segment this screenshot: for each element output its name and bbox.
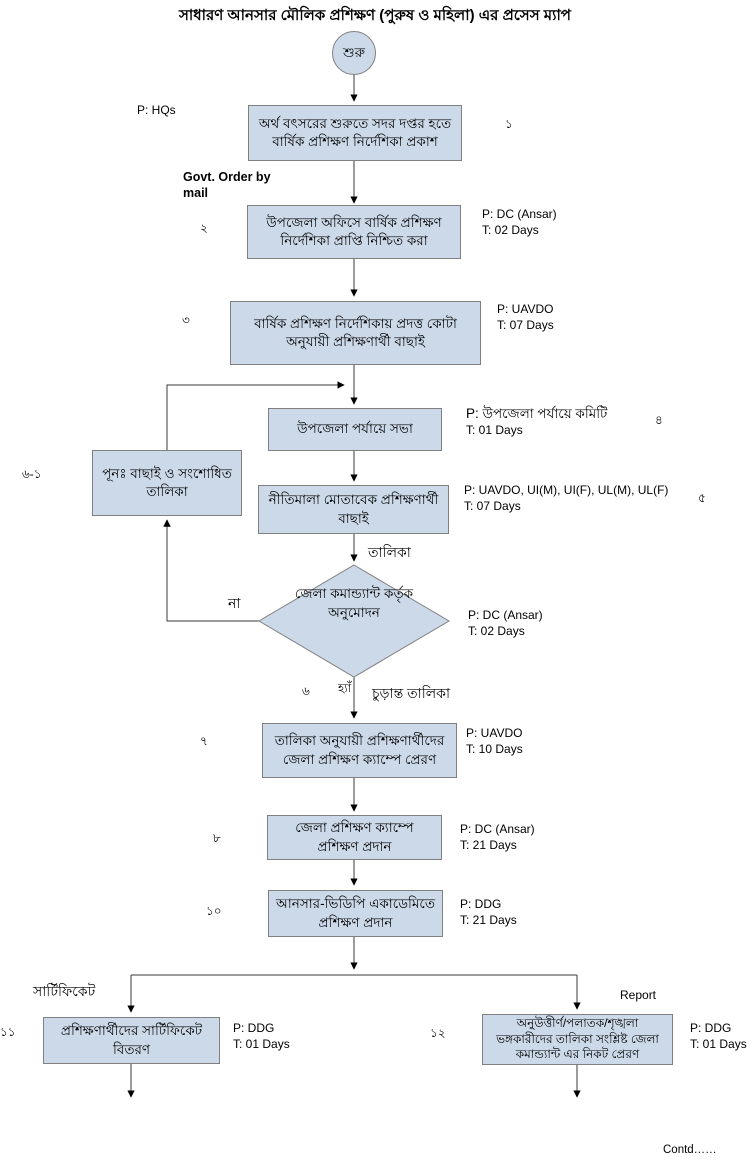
step-11-number: ১১ bbox=[0, 1025, 16, 1039]
start-terminator: শুরু bbox=[332, 31, 376, 75]
step-5-box: নীতিমালা মোতাবেক প্রশিক্ষণার্থী বাছাই bbox=[258, 485, 449, 534]
step-4-number: ৪ bbox=[655, 413, 663, 427]
step-3-label: বার্ষিক প্রশিক্ষণ নির্দেশিকায় প্রদত্ত ক… bbox=[254, 315, 457, 349]
step-12-number: ১২ bbox=[430, 1026, 446, 1040]
step-1-p: P: HQs bbox=[137, 103, 176, 117]
step-5-owner-time: P: UAVDO, UI(M), UI(F), UL(M), UL(F) T: … bbox=[464, 483, 668, 514]
decision-diamond-shape bbox=[258, 564, 450, 678]
step-12-p: P: DDG bbox=[690, 1021, 732, 1035]
step-8-owner-time: P: DC (Ansar) T: 21 Days bbox=[460, 822, 535, 853]
step-2-label: উপজেলা অফিসে বার্ষিক প্রশিক্ষণ নির্দেশিক… bbox=[266, 214, 442, 248]
step-12-t: T: 01 Days bbox=[690, 1036, 747, 1051]
step-4-label: উপজেলা পর্যায়ে সভা bbox=[297, 421, 413, 437]
step-8-box: জেলা প্রশিক্ষণ ক্যাম্পে প্রশিক্ষণ প্রদান bbox=[267, 815, 442, 860]
step-4-t: T: 01 Days bbox=[466, 422, 523, 437]
step-4-p: P: উপজেলা পর্যায়ে কমিটি bbox=[466, 406, 608, 421]
step-5-label: নীতিমালা মোতাবেক প্রশিক্ষণার্থী বাছাই bbox=[268, 492, 439, 526]
step-1-box: অর্থ বৎসরের শুরুতে সদর দপ্তর হতে বার্ষিক… bbox=[248, 105, 462, 161]
step-8-label: জেলা প্রশিক্ষণ ক্যাম্পে প্রশিক্ষণ প্রদান bbox=[295, 820, 414, 854]
step-1-label: অর্থ বৎসরের শুরুতে সদর দপ্তর হতে বার্ষিক… bbox=[258, 115, 452, 149]
page-title: সাধারণ আনসার মৌলিক প্রশিক্ষণ (পুরুষ ও মহ… bbox=[179, 7, 571, 24]
step-10-p: P: DDG bbox=[460, 897, 502, 911]
step-11-label: প্রশিক্ষণার্থীদের সার্টিফিকেট বিতরণ bbox=[60, 1023, 203, 1057]
report-label: Report bbox=[620, 988, 657, 1002]
step-3-number: ৩ bbox=[182, 313, 190, 327]
step-10-owner-time: P: DDG T: 21 Days bbox=[460, 897, 517, 928]
final-list-label: চুড়ান্ত তালিকা bbox=[372, 685, 451, 701]
step-1-owner: P: HQs bbox=[137, 103, 176, 119]
step-12-box: অনুউত্তীর্ণ/পলাতক/শৃঙ্খলা ভঙ্গকারীদের তা… bbox=[482, 1014, 673, 1065]
step-10-box: আনসার-ভিডিপি একাডেমিতে প্রশিক্ষণ প্রদান bbox=[268, 890, 443, 937]
decision-t: T: 02 Days bbox=[468, 623, 525, 638]
feedback-box: পূনঃ বাছাই ও সংশোধিত তালিকা bbox=[92, 450, 242, 516]
step-4-box: উপজেলা পর্যায়ে সভা bbox=[268, 408, 442, 451]
govt-order-label: Govt. Order by mail bbox=[183, 170, 271, 200]
step-11-box: প্রশিক্ষণার্থীদের সার্টিফিকেট বিতরণ bbox=[43, 1017, 220, 1064]
step-10-t: T: 21 Days bbox=[460, 912, 517, 927]
step-2-t: T: 02 Days bbox=[482, 222, 539, 237]
step-7-label: তালিকা অনুযায়ী প্রশিক্ষণার্থীদের জেলা প… bbox=[274, 733, 445, 767]
step-11-t: T: 01 Days bbox=[233, 1036, 290, 1051]
step-7-t: T: 10 Days bbox=[466, 741, 523, 756]
step-5-number: ৫ bbox=[698, 491, 706, 505]
step-3-owner-time: P: UAVDO T: 07 Days bbox=[497, 302, 554, 333]
step-2-box: উপজেলা অফিসে বার্ষিক প্রশিক্ষণ নির্দেশিক… bbox=[247, 205, 461, 259]
talika-edge-label: তালিকা bbox=[368, 544, 411, 560]
step-8-number: ৮ bbox=[213, 831, 221, 845]
contd-label: Contd…… bbox=[663, 1144, 717, 1156]
step-5-t: T: 07 Days bbox=[464, 498, 521, 513]
step-2-p: P: DC (Ansar) bbox=[482, 207, 557, 221]
decision-diamond-label: জেলা কমান্ড্যান্ট কর্তৃক অনুমোদন bbox=[294, 586, 414, 620]
certificate-label: সার্টিফিকেট bbox=[33, 983, 96, 999]
step-8-p: P: DC (Ansar) bbox=[460, 822, 535, 836]
decision-p: P: DC (Ansar) bbox=[468, 608, 543, 622]
step-3-t: T: 07 Days bbox=[497, 317, 554, 332]
yes-label: হ্যাঁ bbox=[336, 680, 354, 700]
step-7-p: P: UAVDO bbox=[466, 726, 523, 740]
step-7-owner-time: P: UAVDO T: 10 Days bbox=[466, 726, 523, 757]
step-3-p: P: UAVDO bbox=[497, 302, 554, 316]
step-12-owner-time: P: DDG T: 01 Days bbox=[690, 1021, 747, 1052]
step-10-number: ১০ bbox=[206, 904, 222, 918]
no-label: না bbox=[228, 595, 241, 611]
step-3-box: বার্ষিক প্রশিক্ষণ নির্দেশিকায় প্রদত্ত ক… bbox=[230, 301, 481, 365]
step-11-owner-time: P: DDG T: 01 Days bbox=[233, 1021, 290, 1052]
step-10-label: আনসার-ভিডিপি একাডেমিতে প্রশিক্ষণ প্রদান bbox=[276, 896, 435, 930]
start-label: শুরু bbox=[343, 44, 365, 60]
step-12-label: অনুউত্তীর্ণ/পলাতক/শৃঙ্খলা ভঙ্গকারীদের তা… bbox=[496, 1016, 659, 1062]
step-2-number: ২ bbox=[200, 221, 208, 235]
feedback-number: ৬-১ bbox=[22, 467, 42, 481]
step-7-number: ৭ bbox=[200, 734, 208, 748]
step-8-t: T: 21 Days bbox=[460, 837, 517, 852]
decision-number: ৬ bbox=[302, 684, 310, 698]
step-1-number: ১ bbox=[505, 117, 513, 131]
step-5-p: P: UAVDO, UI(M), UI(F), UL(M), UL(F) bbox=[464, 483, 669, 497]
step-4-owner-time: P: উপজেলা পর্যায়ে কমিটি T: 01 Days bbox=[466, 405, 607, 438]
edge-feedback-merge bbox=[166, 381, 345, 450]
edge-no-to-feedback bbox=[163, 519, 259, 622]
feedback-label: পূনঃ বাছাই ও সংশোধিত তালিকা bbox=[102, 465, 232, 499]
step-2-owner-time: P: DC (Ansar) T: 02 Days bbox=[482, 207, 557, 238]
decision-owner-time: P: DC (Ansar) T: 02 Days bbox=[468, 608, 543, 639]
step-11-p: P: DDG bbox=[233, 1021, 275, 1035]
step-7-box: তালিকা অনুযায়ী প্রশিক্ষণার্থীদের জেলা প… bbox=[262, 723, 457, 778]
